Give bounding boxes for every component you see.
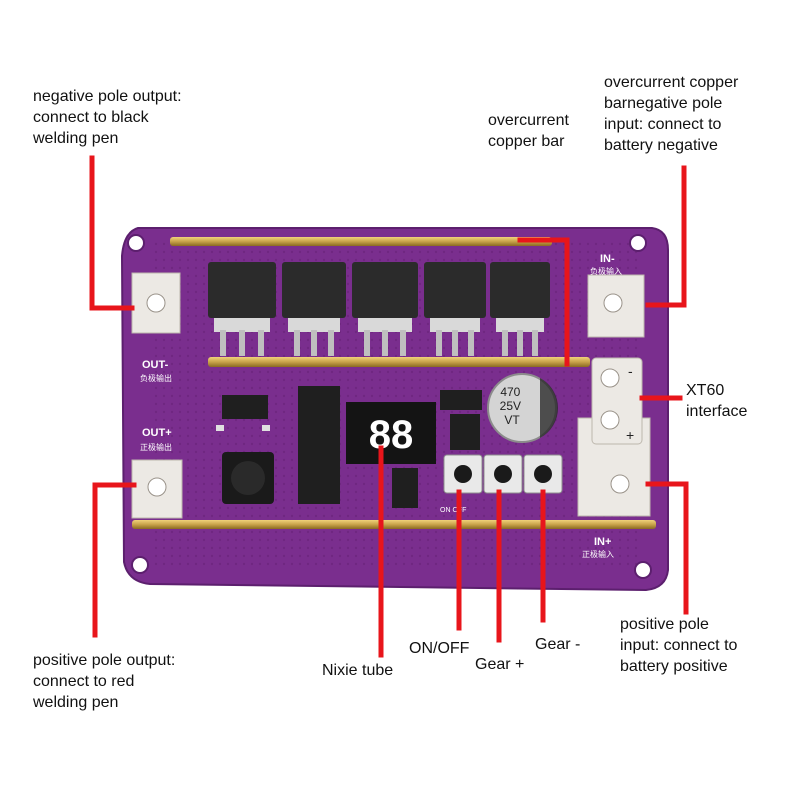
mount-hole bbox=[131, 556, 149, 574]
copper-bar-middle bbox=[208, 357, 590, 367]
mount-hole bbox=[634, 561, 652, 579]
mosfet bbox=[424, 262, 486, 356]
mosfet bbox=[282, 262, 346, 356]
capacitor-label: 470 25V VT bbox=[500, 385, 525, 427]
pad-out-minus bbox=[131, 272, 181, 334]
xt60-connector: - + bbox=[591, 357, 643, 445]
on-off-button bbox=[443, 454, 483, 494]
small-ic bbox=[440, 390, 482, 410]
label-nixie-tube: Nixie tube bbox=[322, 662, 394, 679]
mount-hole bbox=[127, 234, 145, 252]
mosfet bbox=[352, 262, 418, 356]
regulator bbox=[450, 414, 480, 450]
label-on-off: ON/OFF bbox=[409, 640, 470, 657]
silk-in-minus-cn: 负极输入 bbox=[590, 266, 622, 276]
silk-out-plus-cn: 正极输出 bbox=[140, 442, 172, 452]
small-ic bbox=[222, 395, 268, 419]
silk-on-off: ON OFF bbox=[440, 507, 466, 514]
copper-bar-bottom bbox=[132, 520, 656, 529]
mount-hole bbox=[629, 234, 647, 252]
label-positive-output: positive pole output: connect to red wel… bbox=[33, 652, 176, 711]
silkscreen: OUT- 负极输出 OUT+ 正极输出 IN- 负极输入 IN+ 正极输入 ON… bbox=[140, 253, 622, 559]
xt60-minus-mark: - bbox=[628, 363, 633, 379]
pointer-positive-output bbox=[92, 482, 137, 638]
mosfet-row bbox=[208, 262, 550, 356]
pointer-negative-output bbox=[89, 155, 135, 311]
push-buttons bbox=[443, 454, 563, 494]
label-gear-minus: Gear - bbox=[535, 636, 581, 653]
control-section: 88 bbox=[216, 386, 482, 508]
controller-chip bbox=[298, 386, 340, 504]
capacitor: 470 25V VT bbox=[487, 373, 558, 443]
mosfet bbox=[490, 262, 550, 356]
label-xt60: XT60 interface bbox=[686, 382, 748, 420]
copper-bars bbox=[132, 237, 656, 529]
pointer-positive-input bbox=[645, 481, 689, 615]
silk-in-minus: IN- bbox=[600, 253, 615, 265]
silk-out-plus: OUT+ bbox=[142, 427, 172, 439]
label-negative-output: negative pole output: connect to black w… bbox=[33, 88, 182, 147]
driver-chip bbox=[392, 468, 418, 508]
gear-minus-button bbox=[523, 454, 563, 494]
pointer-negative-input bbox=[645, 165, 687, 308]
label-copper-bar: overcurrent copper bar bbox=[488, 112, 569, 150]
xt60-plus-mark: + bbox=[626, 427, 634, 443]
copper-bar-top bbox=[170, 237, 552, 246]
label-negative-input: overcurrent copper barnegative pole inpu… bbox=[604, 74, 739, 154]
pointer-lines bbox=[89, 155, 689, 658]
label-gear-plus: Gear + bbox=[475, 656, 525, 673]
silk-out-minus: OUT- bbox=[142, 359, 169, 371]
silk-in-plus: IN+ bbox=[594, 536, 611, 548]
gear-plus-button bbox=[483, 454, 523, 494]
silk-in-plus-cn: 正极输入 bbox=[582, 549, 614, 559]
display-digits: 88 bbox=[369, 413, 414, 457]
silk-out-minus-cn: 负极输出 bbox=[140, 373, 172, 383]
nixie-tube-display bbox=[346, 402, 436, 464]
mosfet bbox=[208, 262, 276, 356]
pointer-copper-bar bbox=[517, 237, 570, 367]
label-positive-input: positive pole input: connect to battery … bbox=[620, 616, 738, 675]
